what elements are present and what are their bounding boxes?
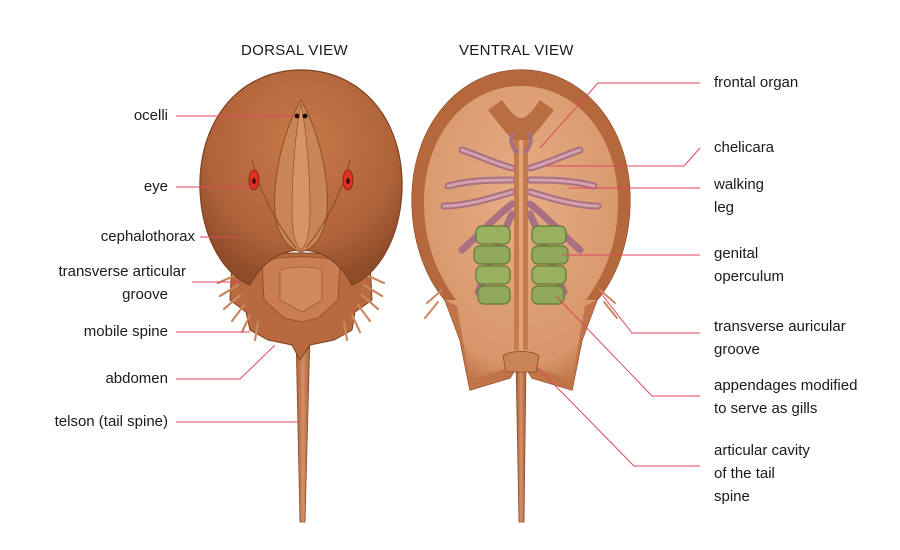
- label-abdomen: abdomen: [105, 370, 168, 387]
- label-transverse-auricular-line1: transverse auricular: [714, 318, 846, 335]
- label-mobile-spine: mobile spine: [83, 323, 168, 340]
- label-cephalothorax: cephalothorax: [100, 228, 195, 245]
- dorsal-telson: [295, 334, 311, 523]
- label-genital-operculum-line1: genital: [714, 245, 759, 262]
- ventral-crab: [411, 69, 631, 523]
- label-frontal-organ: frontal organ: [714, 74, 799, 91]
- label-genital-operculum-line2: operculum: [714, 268, 785, 285]
- label-walking-leg-line1: walking: [714, 176, 765, 193]
- ventral-spines: [424, 289, 618, 319]
- label-appendages-line2: to serve as gills: [714, 400, 818, 417]
- label-appendages-line1: appendages modified: [714, 377, 858, 394]
- dorsal-ocelli-right: [302, 113, 308, 119]
- ventral-view-title: VENTRAL VIEW: [459, 42, 574, 59]
- leader-abdomen: [176, 344, 276, 380]
- ventral-articular-cavity: [502, 351, 540, 373]
- label-articular-cavity-line3: spine: [714, 488, 750, 505]
- label-eye: eye: [143, 178, 168, 195]
- dorsal-ocelli-left: [294, 113, 300, 119]
- dorsal-crab: [199, 69, 403, 523]
- dorsal-mobile-spines-right: [342, 273, 386, 342]
- leader-articular-cavity: [535, 365, 700, 467]
- label-transverse-articular-line1: transverse articular: [58, 263, 186, 280]
- ventral-leg-highlights: [442, 148, 600, 208]
- leader-frontal-organ: [539, 82, 700, 149]
- dorsal-mobile-spines-left: [216, 273, 260, 342]
- ventral-chelicera: [509, 132, 533, 154]
- label-articular-cavity-line1: articular cavity: [714, 442, 810, 459]
- ventral-gills: [473, 225, 569, 305]
- leader-transverse-auricular: [599, 291, 700, 334]
- label-articular-cavity-line2: of the tail: [714, 465, 775, 482]
- leader-chelicara: [546, 147, 701, 167]
- label-chelicara: chelicara: [714, 139, 775, 156]
- label-telson: telson (tail spine): [54, 413, 168, 430]
- ventral-telson: [515, 359, 527, 523]
- leader-appendages: [555, 295, 700, 397]
- dorsal-view-title: DORSAL VIEW: [241, 42, 348, 59]
- label-transverse-articular-line2: groove: [122, 286, 168, 303]
- label-walking-leg-line2: leg: [714, 199, 735, 216]
- label-transverse-auricular-line2: groove: [714, 341, 760, 358]
- label-ocelli: ocelli: [133, 107, 168, 124]
- leader-lines: [176, 82, 701, 467]
